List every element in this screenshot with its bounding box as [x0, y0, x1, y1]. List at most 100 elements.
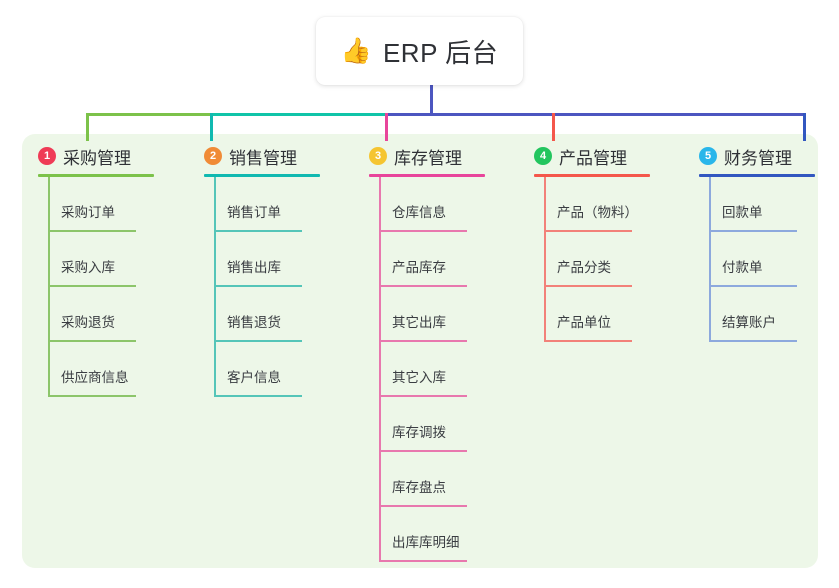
list-item[interactable]: 客户信息: [216, 342, 302, 397]
list-item[interactable]: 仓库信息: [381, 177, 467, 232]
connector-drop-4: [552, 113, 555, 141]
list-item[interactable]: 采购入库: [50, 232, 136, 287]
list-item-underline: [546, 285, 632, 287]
root-node-content: 👍 ERP 后台: [341, 33, 498, 70]
column-1: 1 采购管理采购订单采购入库采购退货供应商信息: [30, 144, 154, 397]
list-item-label: 客户信息: [227, 370, 281, 385]
list-item-underline: [381, 340, 467, 342]
list-item[interactable]: 其它入库: [381, 342, 467, 397]
list-item[interactable]: 其它出库: [381, 287, 467, 342]
root-stem-line: [430, 85, 433, 115]
list-item-underline: [50, 230, 136, 232]
list-item-label: 其它出库: [392, 315, 446, 330]
list-item-label: 库存调拨: [392, 425, 446, 440]
list-item-label: 回款单: [722, 205, 763, 220]
column-trunk-line-3: [379, 177, 381, 562]
list-item-underline: [50, 395, 136, 397]
list-item-label: 供应商信息: [61, 370, 129, 385]
column-items-5: 回款单付款单结算账户: [709, 177, 815, 342]
root-node[interactable]: 👍 ERP 后台: [316, 17, 523, 85]
list-item-label: 销售订单: [227, 205, 281, 220]
list-item[interactable]: 供应商信息: [50, 342, 136, 397]
mindmap-panel: [22, 134, 818, 568]
list-item[interactable]: 出库库明细: [381, 507, 467, 562]
column-underline-5: [699, 174, 815, 177]
column-items-4: 产品（物料） 产品分类产品单位: [544, 177, 650, 342]
list-item[interactable]: 结算账户: [711, 287, 797, 342]
list-item[interactable]: 产品（物料）: [546, 177, 638, 232]
column-trunk-line-2: [214, 177, 216, 397]
list-item-underline: [216, 395, 302, 397]
list-item[interactable]: 库存调拨: [381, 397, 467, 452]
list-item-label: 销售退货: [227, 315, 281, 330]
list-item-underline: [381, 560, 467, 562]
column-items-1: 采购订单采购入库采购退货供应商信息: [48, 177, 154, 397]
root-node-title: ERP 后台: [382, 37, 499, 68]
list-item-label: 产品库存: [392, 260, 446, 275]
connector-drop-2: [210, 113, 213, 141]
column-title-1: 采购管理: [63, 148, 131, 168]
column-title-5: 财务管理: [724, 148, 792, 168]
list-item-underline: [381, 285, 467, 287]
list-item-underline: [381, 450, 467, 452]
connector-bar-segment-2: [210, 113, 385, 116]
list-item-label: 仓库信息: [392, 205, 446, 220]
connector-drop-1: [86, 113, 89, 141]
list-item-label: 产品单位: [557, 315, 611, 330]
list-item[interactable]: 销售退货: [216, 287, 302, 342]
list-item[interactable]: 采购退货: [50, 287, 136, 342]
list-item[interactable]: 产品分类: [546, 232, 632, 287]
column-trunk-line-1: [48, 177, 50, 397]
list-item[interactable]: 回款单: [711, 177, 797, 232]
column-badge-2: 2: [204, 147, 222, 165]
list-item[interactable]: 产品单位: [546, 287, 632, 342]
column-underline-1: [38, 174, 154, 177]
list-item-underline: [50, 285, 136, 287]
column-header-1[interactable]: 1 采购管理: [30, 144, 154, 168]
list-item-label: 其它入库: [392, 370, 446, 385]
connector-bar-segment-1: [86, 113, 210, 116]
list-item-underline: [216, 230, 302, 232]
column-badge-1: 1: [38, 147, 56, 165]
list-item[interactable]: 库存盘点: [381, 452, 467, 507]
list-item[interactable]: 销售订单: [216, 177, 302, 232]
list-item[interactable]: 产品库存: [381, 232, 467, 287]
column-underline-3: [369, 174, 485, 177]
column-header-5[interactable]: 5 财务管理: [691, 144, 815, 168]
column-badge-5: 5: [699, 147, 717, 165]
list-item-underline: [216, 285, 302, 287]
list-item[interactable]: 采购订单: [50, 177, 136, 232]
thumbs-up-icon: 👍: [340, 36, 372, 65]
column-trunk-line-5: [709, 177, 711, 342]
list-item-label: 结算账户: [722, 315, 776, 330]
list-item-label: 库存盘点: [392, 480, 446, 495]
column-badge-4: 4: [534, 147, 552, 165]
list-item-underline: [546, 230, 632, 232]
list-item-label: 付款单: [722, 260, 763, 275]
list-item-underline: [711, 230, 797, 232]
list-item-label: 销售出库: [227, 260, 281, 275]
list-item-label: 产品（物料）: [557, 205, 638, 220]
list-item-underline: [711, 340, 797, 342]
list-item[interactable]: 付款单: [711, 232, 797, 287]
column-underline-2: [204, 174, 320, 177]
column-items-2: 销售订单销售出库销售退货客户信息: [214, 177, 320, 397]
list-item-underline: [381, 230, 467, 232]
column-badge-3: 3: [369, 147, 387, 165]
list-item-underline: [711, 285, 797, 287]
list-item-label: 采购入库: [61, 260, 115, 275]
list-item-underline: [381, 395, 467, 397]
list-item-label: 出库库明细: [392, 535, 460, 550]
list-item[interactable]: 销售出库: [216, 232, 302, 287]
list-item-underline: [216, 340, 302, 342]
connector-drop-3: [385, 113, 388, 141]
list-item-underline: [546, 340, 632, 342]
column-5: 5 财务管理回款单付款单结算账户: [691, 144, 815, 342]
